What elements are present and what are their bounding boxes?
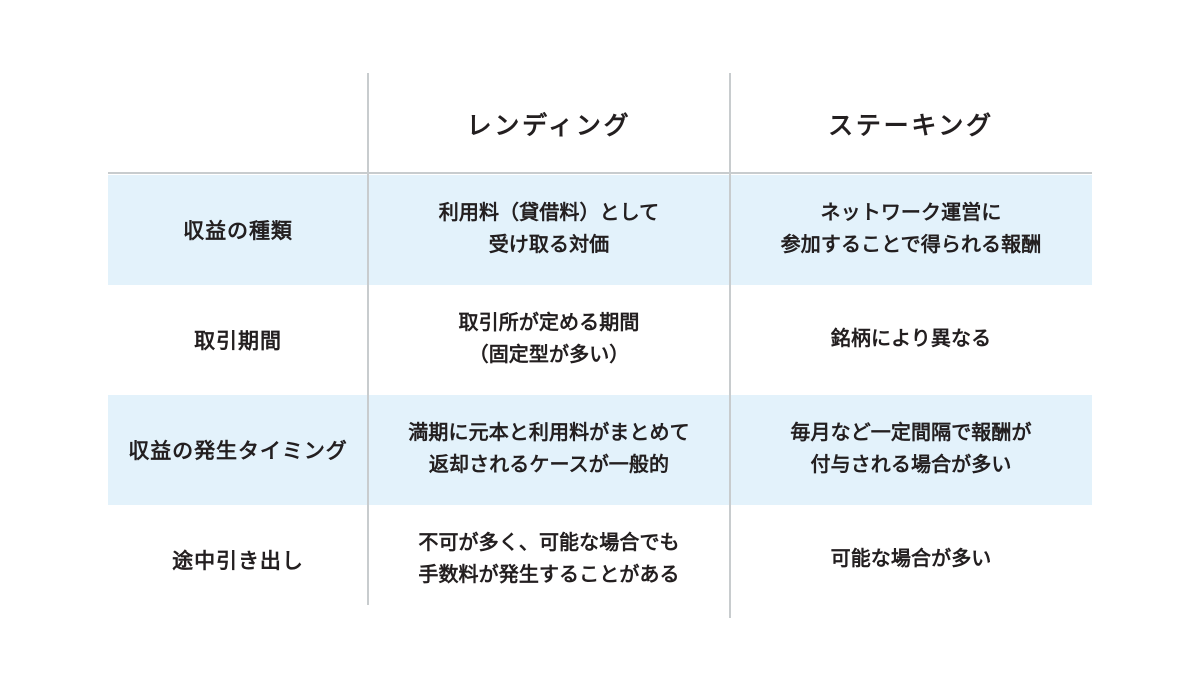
row-shade-band-1 [108, 175, 1092, 285]
row-shade-band-2 [108, 395, 1092, 505]
table-row: 収益の種類 [108, 175, 368, 285]
table-cell-value: 不可が多く、可能な場合でも 手数料が発生することがある [418, 532, 680, 586]
table-cell-value: 毎月など一定間隔で報酬が 付与される場合が多い [790, 422, 1032, 476]
column-divider-rule-1 [367, 73, 369, 605]
table-row: 取引期間 [108, 285, 368, 395]
table-row: 利用料（貸借料）として 受け取る対価 [368, 175, 730, 285]
table-cell-value: 利用料（貸借料）として 受け取る対価 [438, 202, 660, 256]
table-cell-value: 満期に元本と利用料がまとめて 返却されるケースが一般的 [408, 422, 690, 476]
row-label: 取引期間 [194, 330, 282, 353]
table-row: 銘柄により異なる [730, 285, 1092, 395]
column-header-label: レンディング [466, 112, 632, 140]
table-corner-cell [108, 73, 368, 175]
table-row: 可能な場合が多い [730, 505, 1092, 615]
table-row: ネットワーク運営に 参加することで得られる報酬 [730, 175, 1092, 285]
table-cell-value: 取引所が定める期間 （固定型が多い） [458, 312, 640, 366]
table-row: 途中引き出し [108, 505, 368, 615]
table-row: 取引所が定める期間 （固定型が多い） [368, 285, 730, 395]
row-label: 収益の種類 [183, 220, 293, 243]
table-row: 毎月など一定間隔で報酬が 付与される場合が多い [730, 395, 1092, 505]
table-row: 収益の発生タイミング [108, 395, 368, 505]
comparison-table: レンディング ステーキング 収益の種類 利用料（貸借料）として 受け取る対価 ネ… [108, 73, 1092, 618]
row-label: 収益の発生タイミング [128, 440, 348, 463]
table-grid: レンディング ステーキング 収益の種類 利用料（貸借料）として 受け取る対価 ネ… [108, 73, 1092, 618]
table-cell-value: 銘柄により異なる [830, 328, 992, 351]
table-cell-value: ネットワーク運営に 参加することで得られる報酬 [780, 202, 1042, 256]
row-label: 途中引き出し [172, 550, 304, 573]
column-divider-rule-2 [729, 73, 731, 618]
table-row: 満期に元本と利用料がまとめて 返却されるケースが一般的 [368, 395, 730, 505]
column-header-lending: レンディング [368, 73, 730, 175]
column-header-staking: ステーキング [730, 73, 1092, 175]
header-divider-rule [108, 172, 1092, 174]
table-cell-value: 可能な場合が多い [830, 548, 992, 571]
column-header-label: ステーキング [828, 112, 994, 140]
table-row: 不可が多く、可能な場合でも 手数料が発生することがある [368, 505, 730, 615]
